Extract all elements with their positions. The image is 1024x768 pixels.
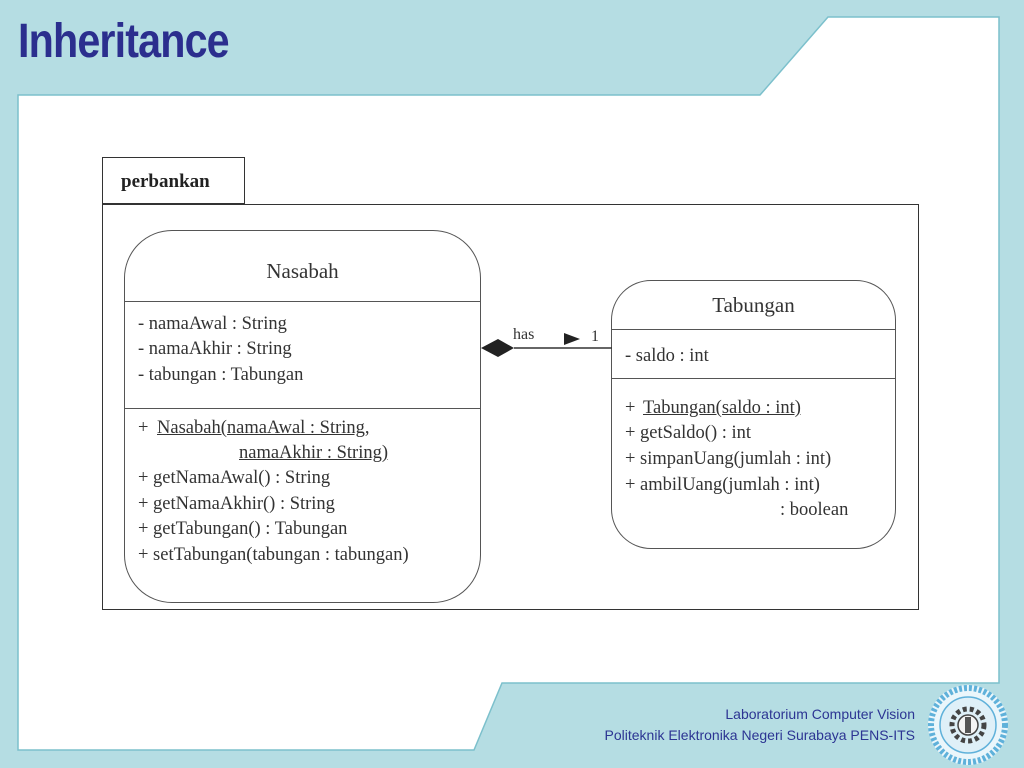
reading-direction-arrow [564,333,580,345]
class-operation: + getTabungan() : Tabungan [138,519,348,539]
slide-title: Inheritance [18,15,230,68]
class-operation: + simpanUang(jumlah : int) [625,449,832,469]
class-operation: + ambilUang(jumlah : int) [625,475,820,495]
institution-logo [928,685,1008,765]
class-name: Tabungan [712,293,795,317]
class-divider [125,301,480,302]
class-attribute: - namaAkhir : String [138,339,292,359]
package-name: perbankan [121,171,210,192]
class-attribute: - namaAwal : String [138,314,287,334]
operation-prefix: + [625,398,636,418]
association-has: has 1 [481,326,612,357]
footer-institution: Politeknik Elektronika Negeri Surabaya P… [604,727,915,743]
class-divider [125,408,480,409]
class-operation: Tabungan(saldo : int) [643,398,801,418]
class-tabungan: Tabungan - saldo : int + Tabungan(saldo … [611,280,896,549]
class-name: Nasabah [266,259,339,283]
operation-prefix: + [138,418,149,438]
association-label: has [513,326,534,343]
class-operation: Nasabah(namaAwal : String, [157,418,370,438]
class-operation: + getNamaAkhir() : String [138,494,335,514]
class-divider [612,329,895,330]
class-attribute: - tabungan : Tabungan [138,365,304,385]
class-divider [612,378,895,379]
composition-diamond [481,339,514,357]
association-multiplicity: 1 [591,328,599,345]
package-tab: perbankan [102,157,245,204]
class-operation: + getNamaAwal() : String [138,468,331,488]
footer-lab: Laboratorium Computer Vision [725,706,915,722]
class-operation: + setTabungan(tabungan : tabungan) [138,545,409,565]
class-operation: : boolean [780,500,849,520]
class-attribute: - saldo : int [625,346,709,366]
class-nasabah: Nasabah - namaAwal : String - namaAkhir … [124,230,481,603]
class-operation: namaAkhir : String) [239,443,389,463]
class-operation: + getSaldo() : int [625,423,752,443]
